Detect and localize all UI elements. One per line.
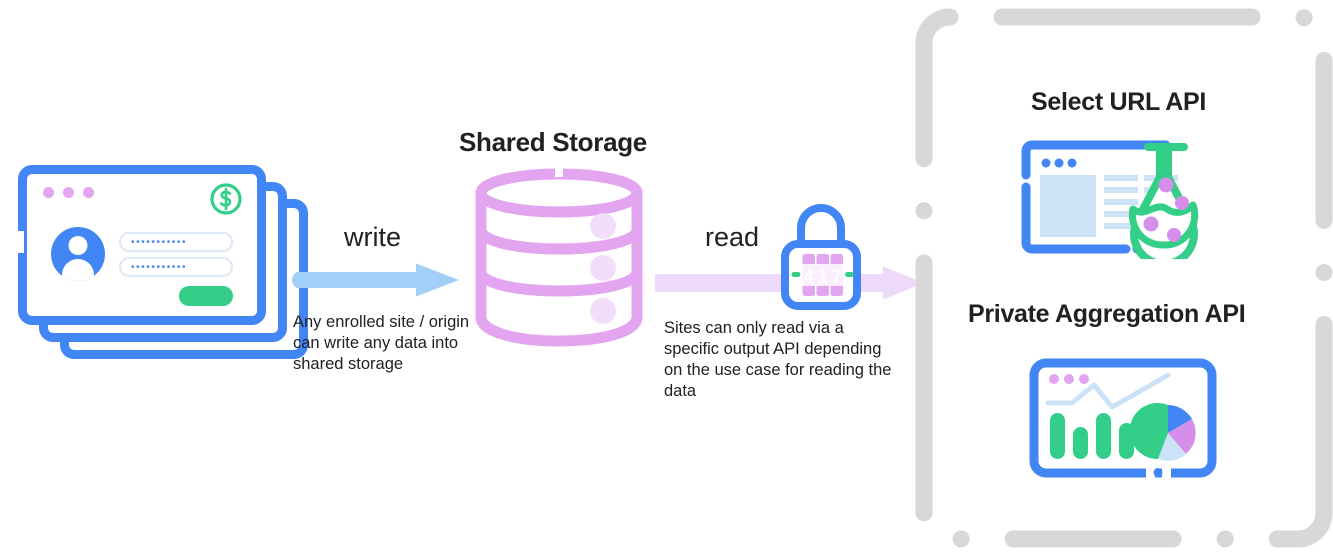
- read-label: read: [705, 222, 760, 252]
- shared-storage-title: Shared Storage: [459, 127, 647, 157]
- read-caption: Sites can only read via a specific outpu…: [664, 319, 892, 400]
- lock-digit-2: 1: [818, 267, 828, 287]
- avatar-body: [62, 259, 94, 281]
- analytics-dashboard-icon: [1028, 357, 1218, 484]
- browser-window-flask-icon: [1016, 137, 1230, 268]
- private-aggregation-api-title: Private Aggregation API: [968, 300, 1246, 328]
- user-avatar-icon: [51, 227, 105, 281]
- window-dot-3: [83, 187, 94, 198]
- select-url-api-title: Select URL API: [1031, 88, 1207, 116]
- login-card-front: ••••••••••• •••••••••••: [18, 165, 266, 325]
- password-field[interactable]: •••••••••••: [119, 257, 233, 277]
- submit-button[interactable]: [179, 286, 233, 306]
- database-cylinder-icon: [470, 168, 648, 363]
- lock-digit-1: 4: [804, 267, 814, 287]
- combination-lock-icon: 4 1 7: [777, 202, 865, 319]
- source-site-cards: ••••••••••• •••••••••••: [14, 165, 318, 365]
- window-dot-2: [63, 187, 74, 198]
- write-caption: Any enrolled site / origin can write any…: [293, 313, 470, 373]
- write-arrow-icon: [288, 262, 460, 303]
- write-label: write: [344, 222, 402, 252]
- username-field[interactable]: •••••••••••: [119, 232, 233, 252]
- avatar-head: [68, 236, 88, 255]
- dollar-circle-icon: [209, 182, 243, 216]
- output-apis-panel: [915, 8, 1333, 553]
- window-dots: [43, 187, 94, 198]
- lock-digit-3: 7: [832, 267, 842, 287]
- card-edge-notch: [14, 231, 24, 253]
- window-dot-1: [43, 187, 54, 198]
